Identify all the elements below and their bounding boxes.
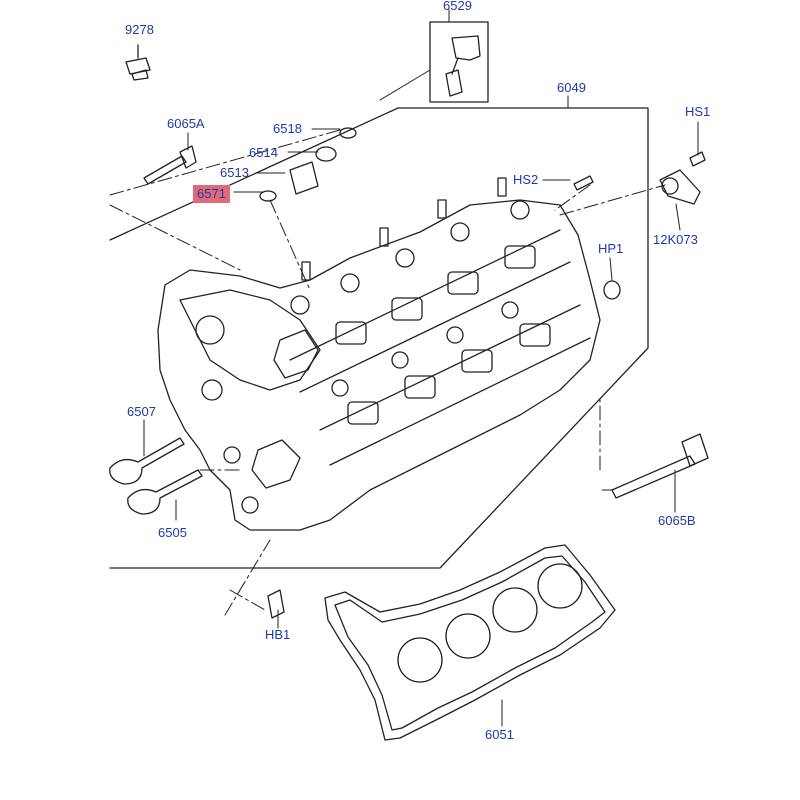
valve-6507 — [109, 437, 185, 485]
part-callout-12K073[interactable]: 12K073 — [653, 232, 698, 247]
sensor-9278 — [125, 44, 151, 81]
bolt-6065B — [611, 433, 709, 499]
part-callout-HP1[interactable]: HP1 — [598, 241, 624, 256]
cylinder-head — [157, 177, 601, 531]
part-callout-HB1[interactable]: HB1 — [265, 627, 291, 642]
plug-HP1 — [603, 280, 621, 300]
part-callout-6513[interactable]: 6513 — [220, 165, 249, 180]
part-callout-HS1[interactable]: HS1 — [685, 104, 711, 119]
rocker-arm-box — [429, 21, 489, 103]
leader-lines — [143, 9, 699, 727]
part-callout-6571[interactable]: 6571 — [193, 185, 230, 203]
bolt-HS1 — [689, 151, 706, 167]
part-callout-HS2[interactable]: HS2 — [513, 172, 539, 187]
part-callout-6518[interactable]: 6518 — [273, 121, 302, 136]
part-callout-6051[interactable]: 6051 — [485, 727, 514, 742]
part-callout-6049[interactable]: 6049 — [557, 80, 586, 95]
part-callout-6514[interactable]: 6514 — [249, 145, 278, 160]
bolt-HB1 — [267, 589, 285, 619]
bolt-6065A — [143, 145, 197, 185]
valve-6505 — [127, 469, 203, 515]
sensor-12K073 — [659, 169, 701, 205]
part-callout-6505[interactable]: 6505 — [158, 525, 187, 540]
part-callout-6507[interactable]: 6507 — [127, 404, 156, 419]
part-callout-6065A[interactable]: 6065A — [167, 116, 205, 131]
part-callout-6065B[interactable]: 6065B — [658, 513, 696, 528]
assembly-frame — [109, 107, 649, 569]
part-callout-9278[interactable]: 9278 — [125, 22, 154, 37]
bolt-HS2 — [573, 175, 594, 191]
head-gasket-6051 — [324, 544, 616, 741]
valve-spring-parts — [259, 127, 357, 202]
part-callout-6529[interactable]: 6529 — [443, 0, 472, 13]
